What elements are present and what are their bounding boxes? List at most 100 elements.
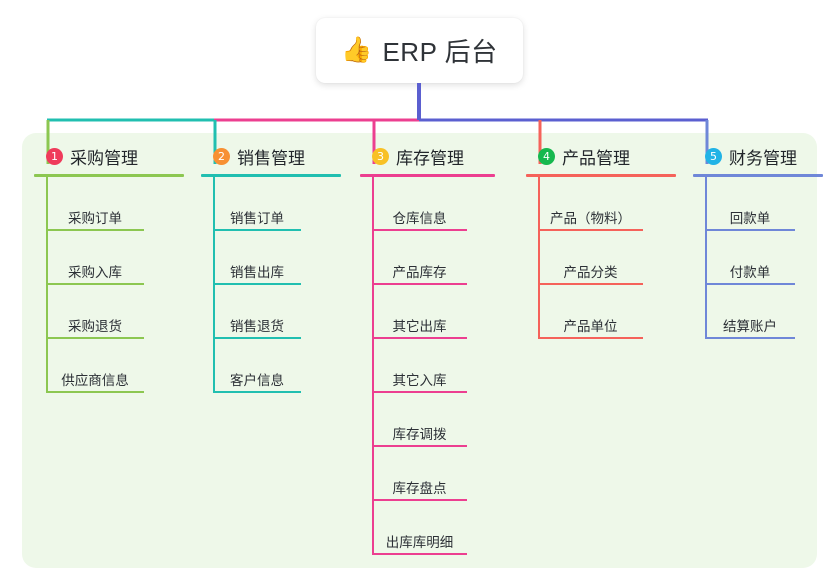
- item-label: 产品库存: [392, 265, 447, 280]
- column-rule-1: [34, 174, 184, 177]
- menu-item[interactable]: 供应商信息: [46, 339, 144, 393]
- column-badge-5: 5: [705, 147, 722, 165]
- item-rail: [213, 339, 215, 393]
- item-label: 产品单位: [563, 319, 618, 334]
- menu-item[interactable]: 产品单位: [538, 285, 643, 339]
- item-label: 产品（物料）: [550, 211, 631, 226]
- menu-item[interactable]: 销售出库: [213, 231, 301, 285]
- column-items-3: 仓库信息产品库存其它出库其它入库库存调拨库存盘点出库库明细: [372, 177, 495, 555]
- column-header-4[interactable]: 4 产品管理: [526, 144, 676, 168]
- menu-item[interactable]: 仓库信息: [372, 177, 467, 231]
- item-label: 采购退货: [68, 319, 122, 334]
- column-rule-5: [693, 174, 823, 177]
- column-rule-2: [201, 174, 341, 177]
- item-rail: [213, 285, 215, 339]
- menu-item[interactable]: 库存调拨: [372, 393, 467, 447]
- menu-item[interactable]: 客户信息: [213, 339, 301, 393]
- menu-item[interactable]: 产品库存: [372, 231, 467, 285]
- item-rail: [46, 177, 48, 231]
- column-rule-4: [526, 174, 676, 177]
- item-underline: [538, 337, 643, 339]
- menu-item[interactable]: 其它出库: [372, 285, 467, 339]
- menu-item[interactable]: 产品分类: [538, 231, 643, 285]
- item-label: 出库库明细: [385, 535, 454, 550]
- item-rail: [705, 177, 707, 231]
- item-rail: [538, 177, 540, 231]
- item-label: 付款单: [729, 265, 771, 280]
- item-underline: [538, 229, 643, 231]
- item-label: 采购入库: [68, 265, 122, 280]
- menu-item[interactable]: 产品（物料）: [538, 177, 643, 231]
- menu-item[interactable]: 销售退货: [213, 285, 301, 339]
- menu-item[interactable]: 回款单: [705, 177, 795, 231]
- column-items-4: 产品（物料） 产品分类产品单位: [538, 177, 676, 339]
- column-header-5[interactable]: 5 财务管理: [693, 144, 823, 168]
- column-items-5: 回款单付款单结算账户: [705, 177, 823, 339]
- item-label: 其它入库: [392, 373, 447, 388]
- item-underline: [46, 283, 144, 285]
- item-underline: [705, 229, 795, 231]
- column-3: 3 库存管理仓库信息产品库存其它出库其它入库库存调拨库存盘点出库库明细: [360, 144, 495, 555]
- column-title-4: 产品管理: [562, 148, 630, 168]
- column-items-1: 采购订单采购入库采购退货供应商信息: [46, 177, 184, 393]
- item-underline: [538, 283, 643, 285]
- menu-item[interactable]: 销售订单: [213, 177, 301, 231]
- item-rail: [372, 285, 374, 339]
- item-label: 销售出库: [230, 265, 284, 280]
- mindmap-panel: [22, 133, 817, 568]
- column-title-1: 采购管理: [70, 148, 138, 168]
- menu-item[interactable]: 其它入库: [372, 339, 467, 393]
- root-node-card[interactable]: 👍 ERP 后台: [316, 18, 523, 83]
- item-label: 其它出库: [392, 319, 447, 334]
- item-rail: [372, 447, 374, 501]
- item-rail: [372, 501, 374, 555]
- item-rail: [705, 231, 707, 285]
- column-badge-3: 3: [372, 147, 389, 165]
- column-4: 4 产品管理产品（物料） 产品分类产品单位: [526, 144, 676, 339]
- item-label: 库存调拨: [392, 427, 447, 442]
- item-underline: [372, 553, 467, 555]
- menu-item[interactable]: 库存盘点: [372, 447, 467, 501]
- menu-item[interactable]: 采购退货: [46, 285, 144, 339]
- item-underline: [213, 337, 301, 339]
- menu-item[interactable]: 采购入库: [46, 231, 144, 285]
- item-label: 库存盘点: [392, 481, 447, 496]
- item-label: 仓库信息: [392, 211, 447, 226]
- column-badge-2: 2: [213, 147, 230, 165]
- item-label: 产品分类: [563, 265, 618, 280]
- column-title-3: 库存管理: [396, 148, 464, 168]
- item-rail: [372, 393, 374, 447]
- item-rail: [213, 177, 215, 231]
- menu-item[interactable]: 出库库明细: [372, 501, 467, 555]
- column-5: 5 财务管理回款单付款单结算账户: [693, 144, 823, 339]
- item-rail: [213, 231, 215, 285]
- item-label: 销售订单: [230, 211, 284, 226]
- item-rail: [372, 231, 374, 285]
- item-underline: [705, 337, 795, 339]
- item-rail: [46, 339, 48, 393]
- column-header-3[interactable]: 3 库存管理: [360, 144, 495, 168]
- item-underline: [372, 499, 467, 501]
- item-underline: [705, 283, 795, 285]
- item-label: 供应商信息: [61, 373, 129, 388]
- item-underline: [213, 391, 301, 393]
- item-rail: [372, 177, 374, 231]
- item-underline: [213, 229, 301, 231]
- item-rail: [538, 231, 540, 285]
- item-underline: [213, 283, 301, 285]
- item-label: 回款单: [729, 211, 771, 226]
- item-underline: [372, 391, 467, 393]
- menu-item[interactable]: 付款单: [705, 231, 795, 285]
- menu-item[interactable]: 结算账户: [705, 285, 795, 339]
- item-underline: [372, 337, 467, 339]
- root-node-title: ERP 后台: [382, 37, 498, 67]
- item-rail: [46, 285, 48, 339]
- column-badge-4: 4: [538, 147, 555, 165]
- item-label: 结算账户: [723, 319, 777, 334]
- column-title-5: 财务管理: [729, 148, 797, 168]
- menu-item[interactable]: 采购订单: [46, 177, 144, 231]
